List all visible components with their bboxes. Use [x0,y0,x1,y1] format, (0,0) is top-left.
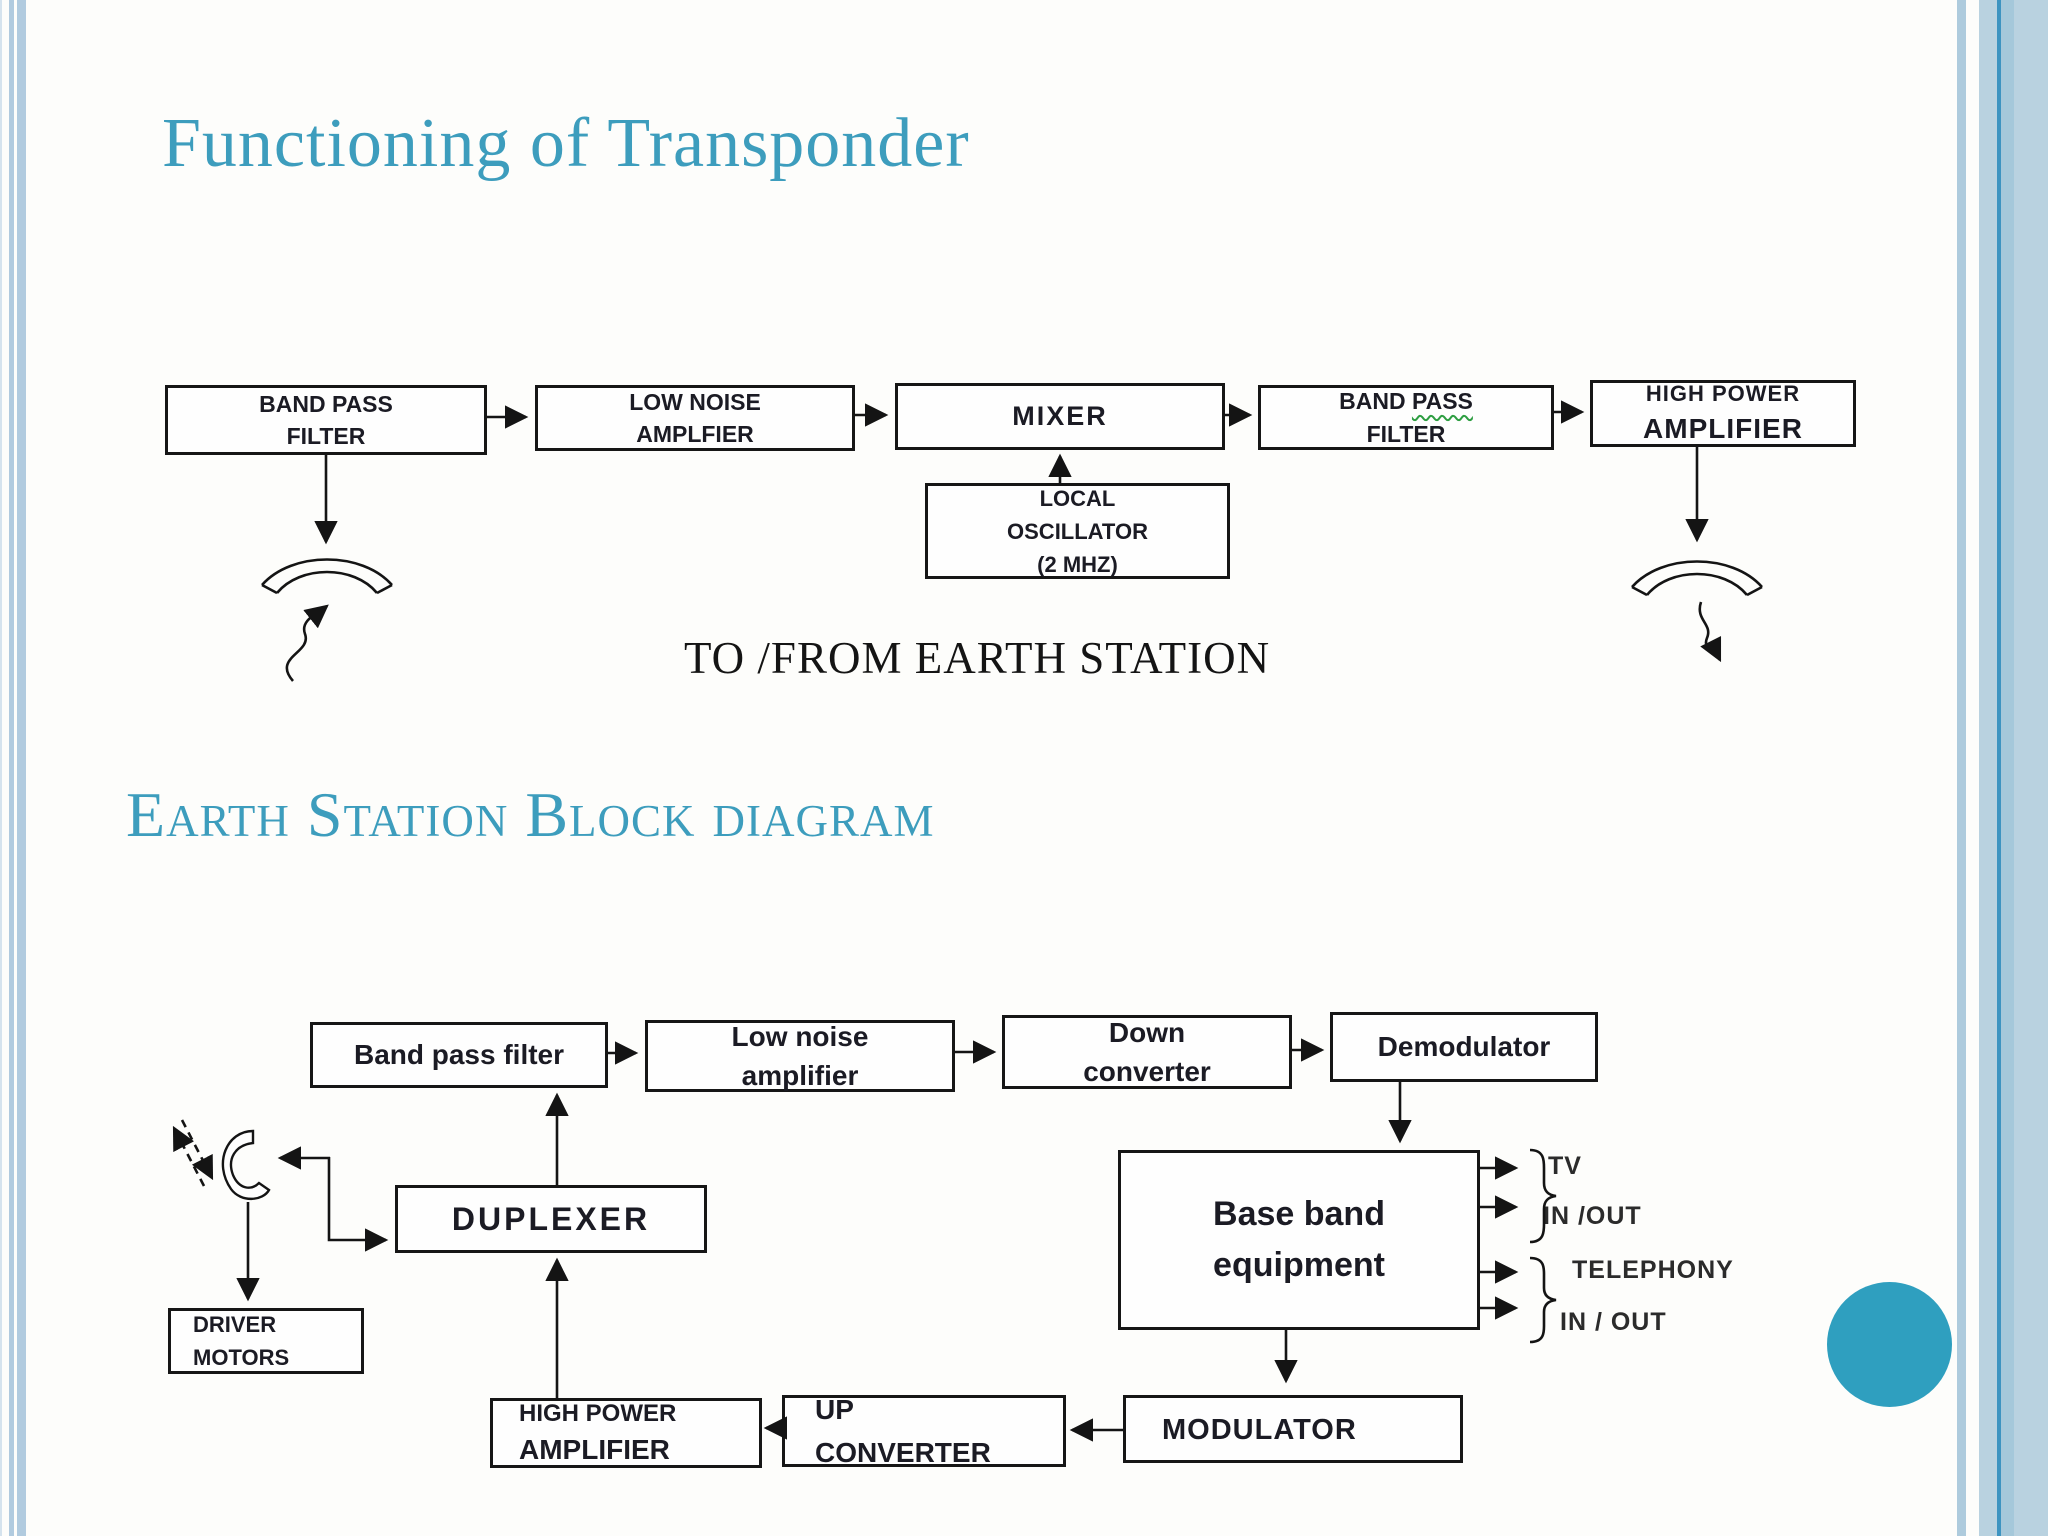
box-label: BAND PASS [259,390,393,417]
box-label: AMPLFIER [636,421,754,447]
box-label: DRIVER [193,1312,277,1337]
box-label: converter [1083,1056,1211,1087]
right-border-stripe-outer [1957,0,1966,1536]
earth-station-caption: TO /FROM EARTH STATION [684,633,1271,683]
box-mixer: MIXER [895,383,1225,450]
box-band-pass-filter-2: BAND PASS FILTER [1258,385,1554,450]
box-band-pass-filter-1: BAND PASS FILTER [165,385,487,455]
box-high-power-amplifier-es: HIGH POWER AMPLIFIER [490,1398,762,1468]
box-up-converter: UP CONVERTER [782,1394,1066,1468]
box-high-power-amplifier-top: HIGH POWER AMPLIFIER [1590,380,1856,447]
box-low-noise-amplifier-es: Low noise amplifier [645,1020,955,1092]
box-label: Band pass filter [353,1039,565,1071]
box-label: UP [815,1393,854,1425]
right-border-band-3 [2014,0,2048,1536]
box-label: AMPLIFIER [519,1434,670,1466]
box-label: DUPLEXER [451,1200,651,1237]
label-tv-inout: IN /OUT [1543,1202,1642,1230]
left-border-stripe-wide [17,0,26,1536]
box-modulator: MODULATOR [1123,1395,1463,1463]
box-label: CONVERTER [815,1437,991,1468]
slide-title: Functioning of Transponder [162,105,970,182]
box-low-noise-amplifier-top: LOW NOISE AMPLFIER [535,385,855,451]
box-label: MIXER [1012,400,1108,431]
box-label: FILTER [1366,420,1446,447]
left-border-stripe-thin [9,0,14,1536]
box-label: AMPLIFIER [1643,413,1803,445]
box-driver-motors: DRIVER MOTORS [168,1308,364,1374]
box-label-word: BAND [1339,388,1406,415]
box-label: FILTER [286,423,366,449]
box-base-band-equipment: Base band equipment [1118,1150,1480,1330]
right-border-band-2 [2001,0,2014,1536]
box-down-converter: Down converter [1002,1015,1292,1089]
box-label: BAND PASS [1339,385,1473,417]
box-label: HIGH POWER [519,1399,677,1427]
box-label: (2 MHZ) [1037,551,1118,577]
label-telephony: TELEPHONY [1572,1256,1734,1284]
right-border-band-1 [1979,0,1997,1536]
section-heading: Earth Station Block diagram [126,779,935,850]
label-telephony-inout: IN / OUT [1560,1308,1667,1336]
box-label: Base band [1213,1195,1385,1233]
box-label: MODULATOR [1162,1414,1357,1446]
box-demodulator: Demodulator [1330,1012,1598,1082]
box-label: Low noise [731,1020,869,1052]
left-border-stripe-faint [0,0,2,1536]
box-label: MOTORS [193,1345,290,1370]
box-label: equipment [1213,1246,1385,1284]
box-label: Demodulator [1377,1031,1551,1063]
box-label: LOCAL [1039,485,1116,511]
decorative-circle [1827,1282,1952,1407]
box-label: OSCILLATOR [1007,518,1148,544]
box-local-oscillator: LOCAL OSCILLATOR (2 MHZ) [925,483,1230,579]
box-label: LOW NOISE [629,388,761,415]
box-band-pass-filter-es: Band pass filter [310,1022,608,1088]
right-border-dark-line [1997,0,2001,1536]
label-tv: TV [1548,1152,1582,1180]
box-duplexer: DUPLEXER [395,1185,707,1253]
box-label: amplifier [741,1060,859,1091]
box-label: HIGH POWER [1645,380,1801,406]
box-label: Down [1108,1016,1186,1048]
box-label-word-misspelled: PASS [1411,388,1473,415]
